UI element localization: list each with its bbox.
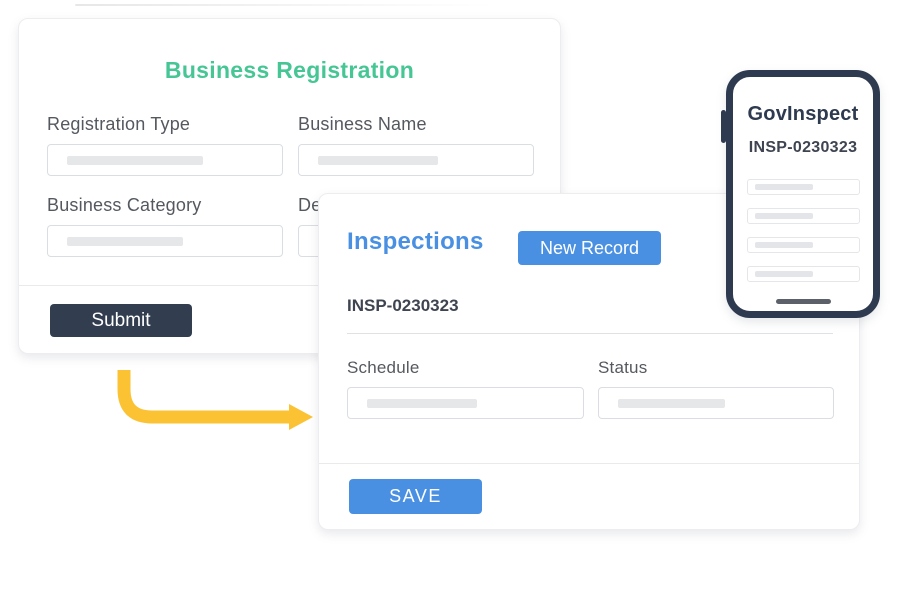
phone-placeholder-field <box>746 208 860 224</box>
status-input[interactable] <box>598 387 834 419</box>
placeholder-bar <box>367 398 477 408</box>
background-card-edge <box>75 4 495 6</box>
phone-placeholder-field <box>746 179 860 195</box>
schedule-label: Schedule <box>347 358 420 377</box>
business-category-input[interactable] <box>47 225 283 257</box>
placeholder-bar <box>67 236 183 246</box>
placeholder-bar <box>67 155 203 165</box>
schedule-field: Schedule <box>347 358 584 419</box>
placeholder-bar <box>754 242 813 248</box>
new-record-button[interactable]: New Record <box>518 231 661 265</box>
phone-placeholder-field <box>746 266 860 282</box>
placeholder-bar <box>754 213 813 219</box>
card-footer-divider <box>19 285 560 286</box>
status-field: Status <box>598 358 834 419</box>
phone-mockup: GovInspect INSP-0230323 <box>721 70 880 318</box>
business-name-field: Business Name <box>298 114 534 176</box>
inspections-card-title: Inspections <box>347 228 484 255</box>
card-footer-divider <box>319 463 859 464</box>
phone-home-indicator <box>775 299 831 304</box>
phone-app-title: GovInspect <box>747 103 859 125</box>
phone-record-id: INSP-0230323 <box>748 139 858 156</box>
placeholder-bar <box>754 271 813 277</box>
status-label: Status <box>598 358 648 377</box>
business-name-label: Business Name <box>298 114 427 134</box>
placeholder-bar <box>318 155 438 165</box>
registration-type-label: Registration Type <box>47 114 191 134</box>
description-label: De <box>298 195 322 215</box>
registration-card-title: Business Registration <box>164 57 415 83</box>
business-category-field: Business Category <box>47 195 283 257</box>
submit-button[interactable]: Submit <box>50 304 192 337</box>
phone-field-list <box>746 179 860 282</box>
business-name-input[interactable] <box>298 144 534 176</box>
phone-placeholder-field <box>746 237 860 253</box>
inspection-record-id: INSP-0230323 <box>347 296 459 315</box>
placeholder-bar <box>618 398 725 408</box>
business-registration-card: Business Registration Registration Type … <box>18 18 561 354</box>
schedule-input[interactable] <box>347 387 584 419</box>
save-button[interactable]: SAVE <box>349 479 482 514</box>
record-divider <box>347 333 833 334</box>
registration-type-field: Registration Type <box>47 114 283 176</box>
phone-side-button <box>721 110 726 143</box>
registration-type-input[interactable] <box>47 144 283 176</box>
placeholder-bar <box>754 184 813 190</box>
business-category-label: Business Category <box>47 195 202 215</box>
